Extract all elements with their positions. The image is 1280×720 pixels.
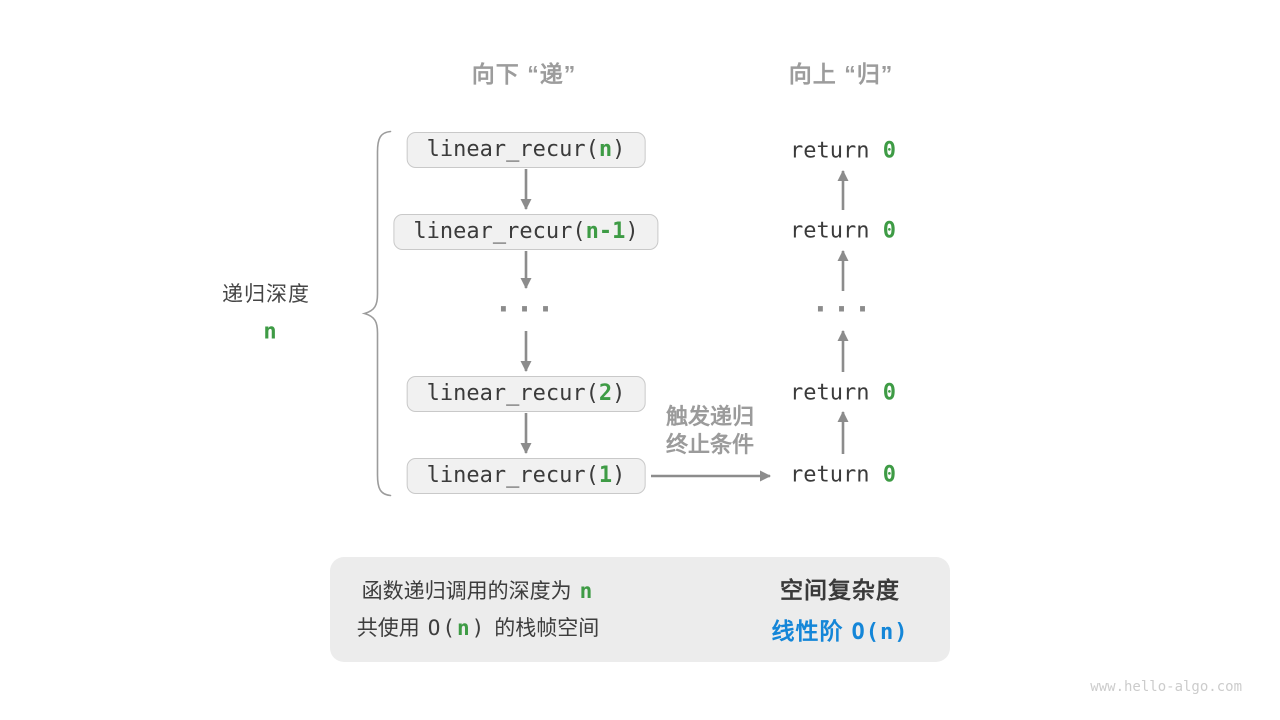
return-text: return: [790, 138, 883, 164]
base-case-note: 触发递归 终止条件: [666, 403, 754, 459]
result-text: 线性阶: [771, 618, 844, 644]
phase-label-descend: 向下 “递”: [471, 61, 577, 87]
call-box-2: linear_recur(2): [406, 376, 646, 412]
call-text: linear_recur(: [426, 137, 599, 162]
call-box-n: linear_recur(n): [406, 132, 646, 168]
return-label-4: return 0: [790, 463, 896, 488]
call-box-1: linear_recur(1): [406, 458, 646, 494]
space-complexity-title: 空间复杂度: [780, 577, 900, 603]
return-text: return: [790, 380, 883, 406]
summary-text: 的栈帧空间: [494, 617, 600, 640]
return-label-2: return 0: [790, 219, 896, 244]
depth-label: 递归深度: [222, 283, 310, 306]
return-label-3: return 0: [790, 381, 896, 406]
call-text: ): [625, 219, 639, 244]
return-label-1: return 0: [790, 139, 896, 164]
depth-brace: [361, 130, 392, 497]
summary-left-line2: 共使用 O(n) 的栈帧空间: [357, 612, 600, 642]
summary-n: n: [456, 616, 472, 640]
call-arg: n-1: [585, 219, 626, 244]
call-text: ): [612, 381, 626, 406]
return-value: 0: [882, 218, 896, 244]
call-arg: n: [598, 137, 613, 162]
call-text: linear_recur(: [413, 219, 586, 244]
call-box-n-1: linear_recur(n-1): [393, 214, 659, 250]
summary-code: ): [471, 616, 487, 640]
space-complexity-result: 线性阶 O(n): [772, 612, 909, 646]
call-text: linear_recur(: [426, 463, 599, 488]
call-arg: 1: [598, 463, 613, 488]
summary-text: 函数递归调用的深度为: [361, 580, 572, 603]
summary-code: O(: [427, 616, 457, 640]
ascend-ellipsis: ···: [811, 292, 875, 328]
phase-label-return: 向上 “归”: [788, 61, 894, 87]
base-case-note-line1: 触发递归: [665, 404, 755, 429]
summary-left-line1: 函数递归调用的深度为 n: [362, 575, 595, 605]
call-text: ): [612, 463, 626, 488]
descend-ellipsis: ···: [494, 292, 558, 328]
return-value: 0: [882, 138, 896, 164]
base-case-note-line2: 终止条件: [665, 432, 755, 457]
call-text: linear_recur(: [426, 381, 599, 406]
result-code: O(n): [851, 620, 909, 645]
summary-text: 共使用: [356, 617, 420, 640]
call-text: ): [612, 137, 626, 162]
summary-panel: [330, 557, 950, 662]
return-value: 0: [882, 462, 896, 488]
return-text: return: [790, 462, 883, 488]
return-value: 0: [882, 380, 896, 406]
call-arg: 2: [598, 381, 613, 406]
depth-value: n: [263, 319, 277, 345]
summary-n: n: [579, 579, 595, 603]
return-text: return: [790, 218, 883, 244]
watermark: www.hello-algo.com: [1090, 679, 1242, 695]
